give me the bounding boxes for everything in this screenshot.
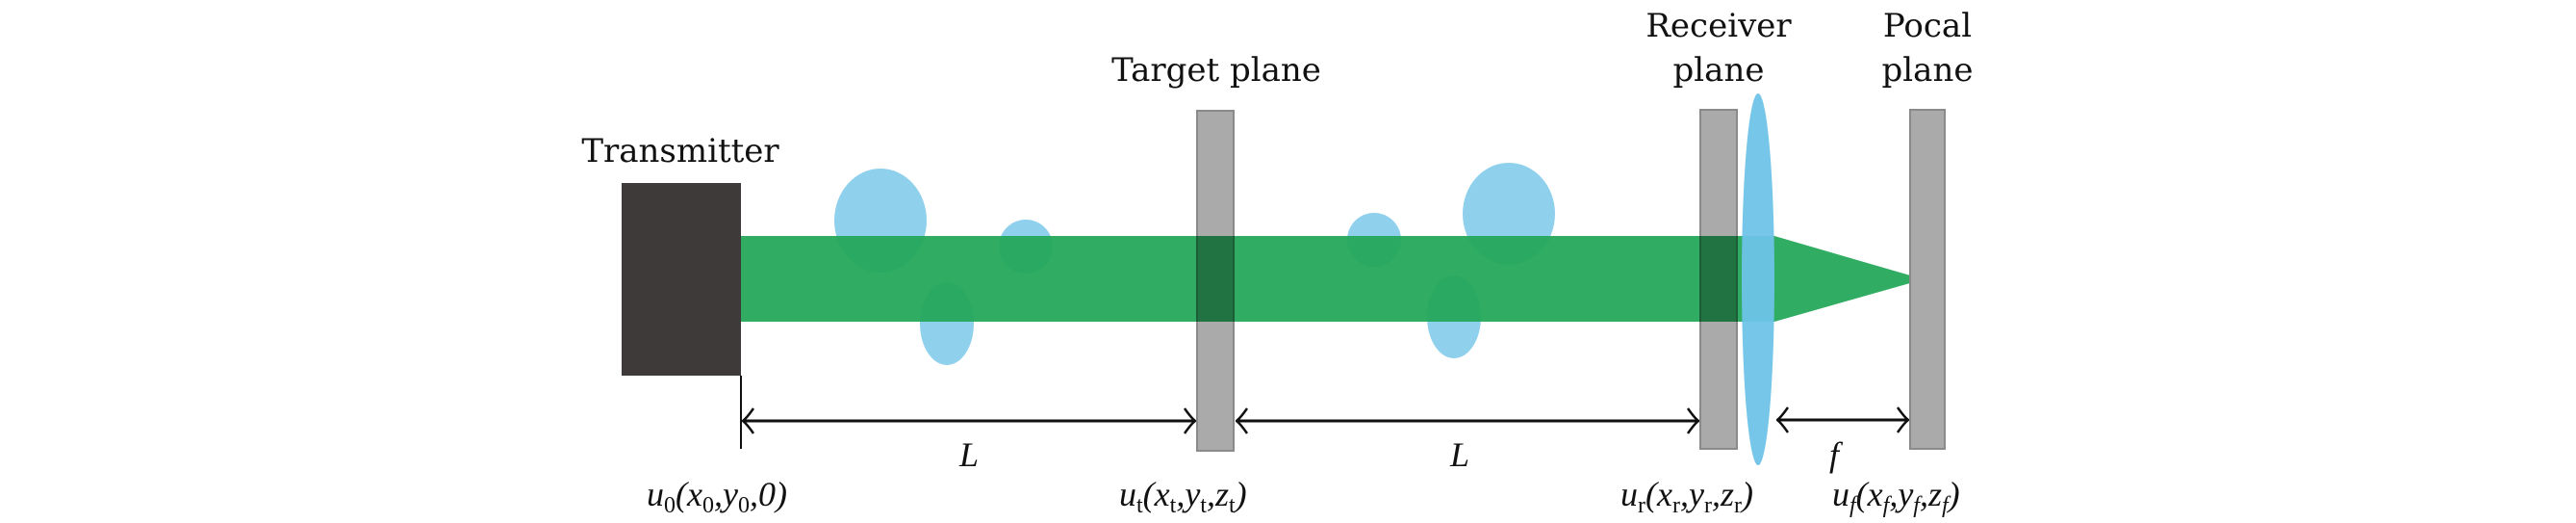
receiver-plane-label-line1: Receiver bbox=[1645, 7, 1792, 45]
field-u0: u0(x0,y0,0) bbox=[647, 475, 787, 518]
receiver-plane-label-line2: plane bbox=[1673, 51, 1765, 90]
target-plane-label: Target plane bbox=[1111, 51, 1321, 90]
target-plane bbox=[1196, 110, 1235, 452]
receiver-lens bbox=[1742, 93, 1774, 465]
focal-plane bbox=[1909, 109, 1946, 450]
receiver-plane bbox=[1699, 109, 1738, 450]
transmitter-block bbox=[622, 183, 741, 376]
focal-plane-label-line1: Pocal bbox=[1883, 7, 1972, 45]
transmitter-label: Transmitter bbox=[581, 132, 779, 170]
focal-plane-label-line2: plane bbox=[1882, 51, 1974, 90]
distance-label-1: L bbox=[958, 435, 979, 474]
field-ur: ur(xr,yr,zr) bbox=[1620, 475, 1753, 518]
field-ut: ut(xt,yt,zt) bbox=[1119, 475, 1247, 518]
field-uf: uf(xf,yf,zf) bbox=[1832, 475, 1960, 518]
focal-length-label: f bbox=[1829, 435, 1844, 474]
laser-beam bbox=[741, 236, 1924, 322]
distance-label-2: L bbox=[1449, 435, 1469, 474]
